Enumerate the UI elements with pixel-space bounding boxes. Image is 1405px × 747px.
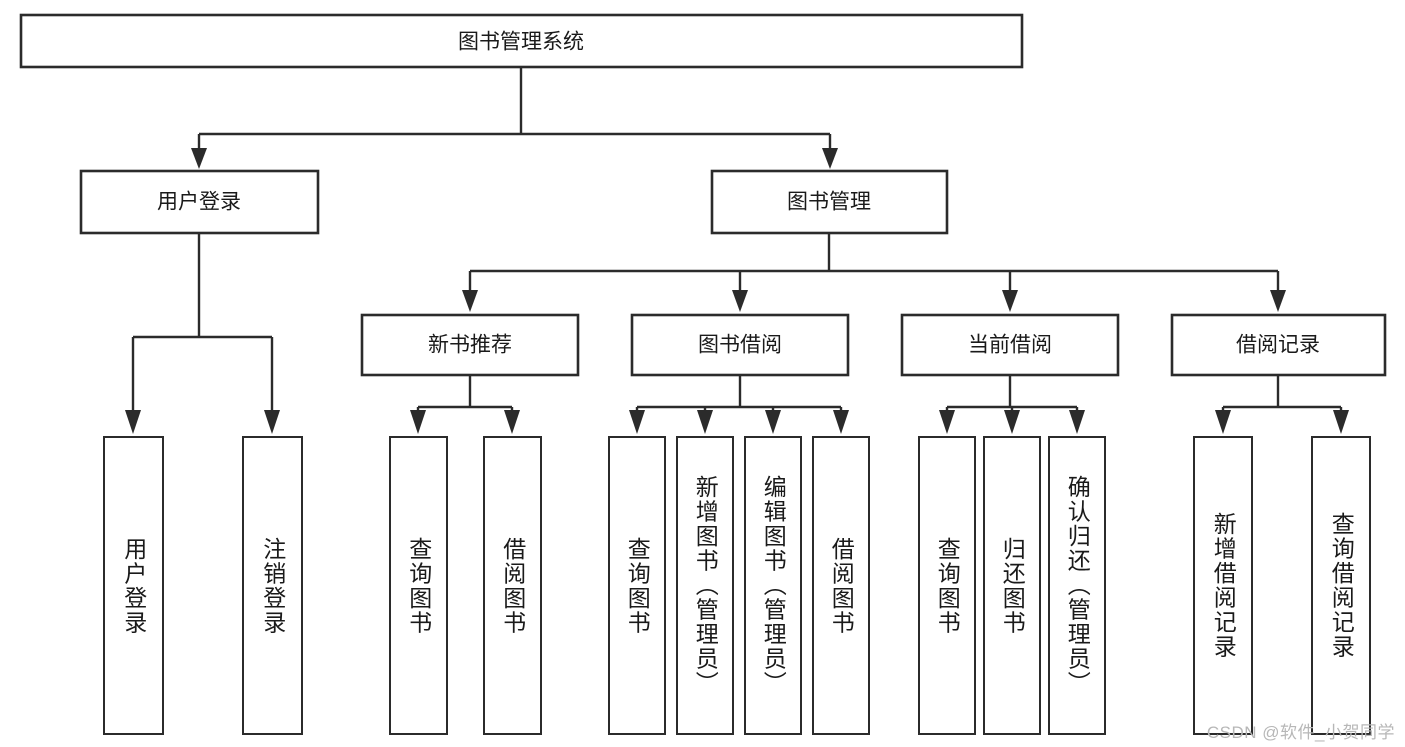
- leaf-newbook-borrow-book-label: 借阅图书: [499, 536, 526, 635]
- arrowhead-current-borrow: [1002, 290, 1018, 312]
- leaf-newbook-query-book-label: 查询图书: [405, 536, 432, 635]
- leaf-user-login-label: 用户登录: [120, 536, 147, 635]
- leaf-bookborrow-edit-book-label: 编辑图书（管理员）: [760, 475, 787, 696]
- node-root[interactable]: 图书管理系统: [19, 13, 1024, 69]
- leaf-bookborrow-add-book[interactable]: 新增图书（管理员）: [676, 436, 734, 735]
- node-current-borrow[interactable]: 当前借阅: [900, 313, 1120, 377]
- leaf-bookborrow-edit-book[interactable]: 编辑图书（管理员）: [744, 436, 802, 735]
- node-current-borrow-label: 当前借阅: [968, 334, 1052, 357]
- leaf-borrowrecord-query-record[interactable]: 查询借阅记录: [1311, 436, 1371, 735]
- leaf-logout-label: 注销登录: [259, 536, 286, 635]
- arrowhead-book-borrow: [732, 290, 748, 312]
- arrowhead-book-mgmt: [822, 148, 838, 169]
- leaf-bookborrow-query-book-label: 查询图书: [624, 536, 651, 635]
- node-user-login[interactable]: 用户登录: [79, 169, 320, 235]
- leaf-bookborrow-add-book-label: 新增图书（管理员）: [692, 475, 719, 696]
- leaf-user-login[interactable]: 用户登录: [103, 436, 164, 735]
- node-user-login-label: 用户登录: [157, 191, 241, 214]
- leaf-currentborrow-return-book-label: 归还图书: [999, 536, 1026, 635]
- arrowhead-borrow-record: [1270, 290, 1286, 312]
- leaf-bookborrow-query-book[interactable]: 查询图书: [608, 436, 666, 735]
- arrowhead-leaf-cb2: [1004, 410, 1020, 434]
- node-book-management-label: 图书管理: [787, 191, 871, 214]
- node-new-book-recommend[interactable]: 新书推荐: [360, 313, 580, 377]
- arrowhead-leaf-bb3: [765, 410, 781, 434]
- arrowhead-leaf-bb4: [833, 410, 849, 434]
- leaf-currentborrow-query-book-label: 查询图书: [934, 536, 961, 635]
- arrowhead-leaf-br1: [1215, 410, 1231, 434]
- arrowhead-leaf-cb1: [939, 410, 955, 434]
- node-borrow-record[interactable]: 借阅记录: [1170, 313, 1387, 377]
- leaf-currentborrow-confirm-return-label: 确认归还（管理员）: [1064, 475, 1091, 696]
- node-book-borrow[interactable]: 图书借阅: [630, 313, 850, 377]
- arrowhead-leaf-bb1: [629, 410, 645, 434]
- leaf-bookborrow-borrow-book[interactable]: 借阅图书: [812, 436, 870, 735]
- leaf-newbook-borrow-book[interactable]: 借阅图书: [483, 436, 542, 735]
- leaf-currentborrow-return-book[interactable]: 归还图书: [983, 436, 1041, 735]
- arrowhead-leaf-br2: [1333, 410, 1349, 434]
- node-book-management[interactable]: 图书管理: [710, 169, 949, 235]
- leaf-borrowrecord-query-record-label: 查询借阅记录: [1328, 512, 1355, 659]
- node-borrow-record-label: 借阅记录: [1236, 334, 1320, 357]
- arrowhead-leaf-newbook-borrow: [504, 410, 520, 434]
- leaf-bookborrow-borrow-book-label: 借阅图书: [828, 536, 855, 635]
- arrowhead-leaf-cb3: [1069, 410, 1085, 434]
- leaf-newbook-query-book[interactable]: 查询图书: [389, 436, 448, 735]
- leaf-borrowrecord-add-record[interactable]: 新增借阅记录: [1193, 436, 1253, 735]
- arrowhead-user-login: [191, 148, 207, 169]
- arrowhead-leaf-newbook-query: [410, 410, 426, 434]
- arrowhead-leaf-user-login: [125, 410, 141, 434]
- leaf-borrowrecord-add-record-label: 新增借阅记录: [1210, 512, 1237, 659]
- arrowhead-leaf-logout: [264, 410, 280, 434]
- node-book-borrow-label: 图书借阅: [698, 334, 782, 357]
- leaf-currentborrow-query-book[interactable]: 查询图书: [918, 436, 976, 735]
- arrowhead-leaf-bb2: [697, 410, 713, 434]
- node-new-book-recommend-label: 新书推荐: [428, 334, 512, 357]
- leaf-logout[interactable]: 注销登录: [242, 436, 303, 735]
- node-root-label: 图书管理系统: [458, 31, 584, 54]
- leaf-currentborrow-confirm-return[interactable]: 确认归还（管理员）: [1048, 436, 1106, 735]
- arrowhead-new-book: [462, 290, 478, 312]
